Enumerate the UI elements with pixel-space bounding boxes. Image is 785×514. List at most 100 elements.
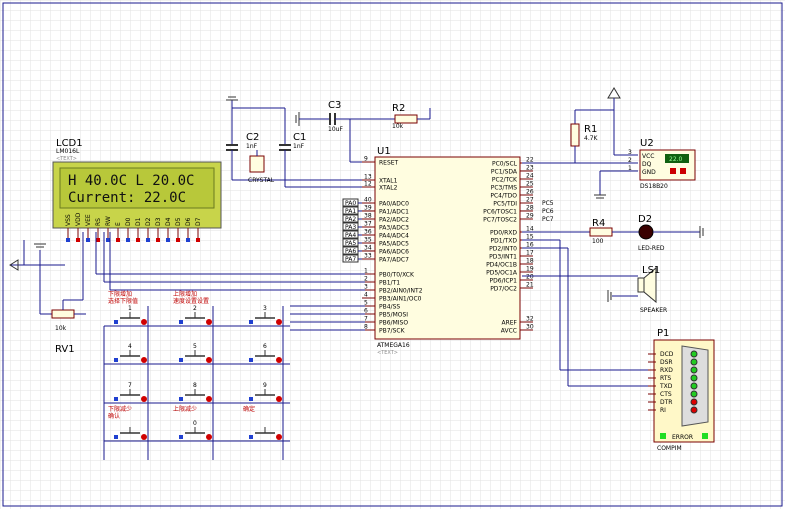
keypad-key[interactable]: 3 (249, 305, 282, 325)
u1-right-pin-number: 26 (526, 189, 534, 196)
lcd-pin-label: D6 (185, 217, 192, 226)
d2-value: LED-RED (638, 245, 665, 252)
pa-net-label: PA0 (345, 200, 356, 207)
keypad-key[interactable]: 9 (249, 382, 282, 402)
keypad-key[interactable]: 6 (249, 343, 282, 363)
u2-up-button[interactable] (680, 168, 686, 174)
u2-pin-gnd: GND (642, 169, 656, 176)
r4-ref: R4 (592, 218, 605, 229)
p1-rx-indicator (660, 433, 666, 439)
pc-net-label: PC6 (542, 208, 554, 215)
pc-net-label: PC5 (542, 200, 554, 207)
u1-left-pin-label: PA1/ADC1 (379, 209, 409, 216)
c3-ref: C3 (328, 100, 341, 111)
keypad-key[interactable]: 7 (114, 382, 147, 402)
u1-right-pin-number: 28 (526, 205, 534, 212)
u2-down-button[interactable] (670, 168, 676, 174)
led-circuit[interactable]: R4 100 D2 LED-RED (522, 214, 704, 252)
lcd-pin-state (156, 238, 160, 242)
u2-pin-vcc: VCC (642, 153, 654, 160)
c2-value: 1nF (246, 143, 258, 150)
u1-right-pin-label: PC0/SCL (492, 161, 518, 168)
keypad-key-caption: 确定 (243, 405, 255, 413)
rv1-contrast-pot[interactable]: 10k RV1 (9, 232, 86, 355)
p1-tx-indicator (702, 433, 708, 439)
u1-left-pin-number: 39 (364, 205, 372, 212)
u1-left-pin-label: PB1/T1 (379, 280, 400, 287)
lcd-line-2: Current: 22.0C (68, 190, 186, 206)
u1-right-pin-label: PD0/RXD (490, 230, 517, 237)
u1-right-pin-number: 15 (526, 234, 534, 241)
u1-left-pin-label: PA4/ADC4 (379, 233, 409, 240)
u1-right-pin-number: 23 (526, 165, 534, 172)
lcd-pin-label: RW (105, 216, 112, 226)
lcd-pin-label: D3 (155, 217, 162, 226)
keypad-key[interactable]: 4 (114, 343, 147, 363)
u1-left-pin-label: PA3/ADC3 (379, 225, 409, 232)
u1-right-pin-label: PD3/INT1 (489, 254, 517, 261)
speaker-circuit[interactable]: LS1 SPEAKER (522, 265, 667, 314)
lcd-pin-state (176, 238, 180, 242)
pa-net-label: PA7 (345, 256, 356, 263)
keypad-key[interactable]: 5 (179, 343, 212, 363)
temperature-sensor-circuit[interactable]: R1 4.7K U2 VCC DQ GND 3 2 1 22.0 DS18B20 (522, 87, 696, 199)
lcd-pin-state (126, 238, 130, 242)
u1-right-pin-label: AREF (501, 320, 517, 327)
keypad-key[interactable]: 确定 (243, 405, 282, 440)
u1-right-pin-number: 30 (526, 324, 534, 331)
u1-microcontroller[interactable]: U1 ATMEGA16 <TEXT> RESET9XTAL113XTAL212P… (362, 146, 534, 356)
rv1-ref: RV1 (55, 344, 75, 355)
u2-pin-dq: DQ (642, 161, 652, 168)
u1-right-pin-number: 16 (526, 242, 534, 249)
u1-right-pin-label: PD5/OC1A (486, 270, 518, 277)
u2-display-value: 22.0 (669, 156, 683, 163)
u1-right-pins: PC0/SCL22PC1/SDA23PC2/TCK24PC3/TMS25PC4/… (483, 157, 534, 335)
ls1-value: SPEAKER (640, 307, 667, 314)
p1-ref: P1 (657, 328, 669, 339)
u1-ref: U1 (377, 146, 391, 157)
lcd-pin-state (196, 238, 200, 242)
p1-pin-label: RI (660, 407, 666, 414)
lcd-pin-state (116, 238, 120, 242)
u1-left-pin-number: 33 (364, 253, 372, 260)
reset-circuit[interactable]: C3 10uF R2 10k (295, 100, 431, 163)
u1-left-pins: RESET9XTAL113XTAL212PA0/ADC040PA1/ADC139… (362, 156, 423, 335)
lcd-pin-state (106, 238, 110, 242)
u1-right-pin-number: 22 (526, 157, 534, 164)
u2-num-2: 2 (628, 157, 632, 164)
keypad-key-caption: 速度设置设置 (173, 297, 209, 305)
keypad-key[interactable]: 8 (179, 382, 212, 402)
crystal-body (249, 155, 265, 173)
lcd-screen (59, 167, 215, 209)
u1-left-pin-label: PA0/ADC0 (379, 201, 409, 208)
p1-pin-led (690, 358, 698, 366)
speaker-body (637, 277, 645, 293)
crystal-value: CRYSTAL (248, 177, 275, 184)
u1-left-pin-number: 8 (364, 324, 368, 331)
p1-pin-label: DSR (660, 359, 673, 366)
crystal-circuit[interactable]: C2 1nF C1 1nF CRYSTAL (226, 96, 362, 188)
u1-left-pin-label: PA7/ADC7 (379, 257, 409, 264)
lcd-bus-wires (23, 232, 365, 291)
lcd-pin-label: D5 (175, 217, 182, 226)
r2-body (394, 114, 418, 124)
lcd1-display[interactable]: LCD1 LM016L <TEXT> H 40.0C L 20.0C Curre… (52, 138, 222, 242)
u1-left-pin-label: PB4/SS (379, 304, 400, 311)
c2-ref: C2 (246, 132, 259, 143)
u1-right-pin-label: PD2/INT0 (489, 246, 517, 253)
u1-left-pin-label: PB7/SCK (379, 328, 406, 335)
u1-right-pin-number: 18 (526, 258, 534, 265)
u1-left-pin-number: 7 (364, 316, 368, 323)
p1-pin-led (690, 382, 698, 390)
led-d2[interactable] (638, 224, 654, 240)
